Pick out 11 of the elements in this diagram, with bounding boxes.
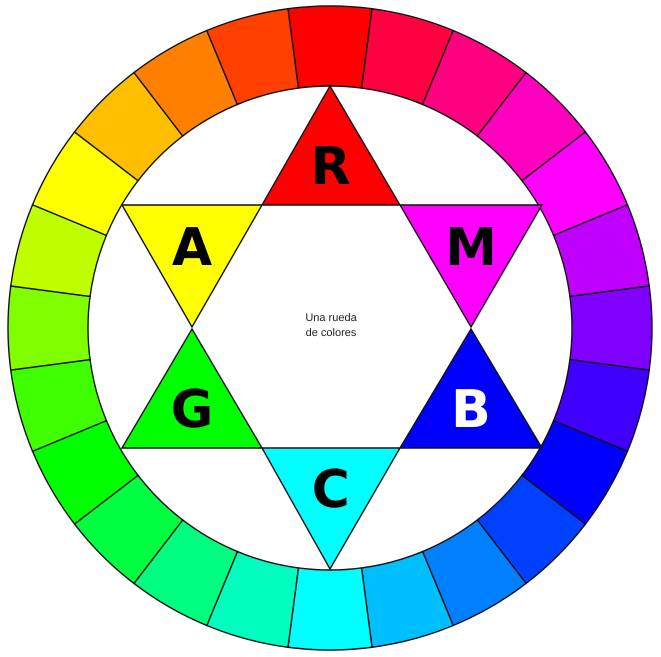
letter-label: B: [451, 384, 491, 436]
triangle: [121, 204, 263, 328]
letter-label: R: [310, 141, 351, 194]
triangle: [399, 328, 543, 449]
letter-label: G: [170, 384, 214, 436]
letter-label: C: [312, 464, 350, 516]
letter-label: A: [172, 222, 212, 274]
triangle: [399, 204, 543, 328]
center-label: Una rueda de colores: [304, 311, 358, 341]
letter-label: M: [445, 222, 497, 274]
triangle: [121, 328, 263, 449]
